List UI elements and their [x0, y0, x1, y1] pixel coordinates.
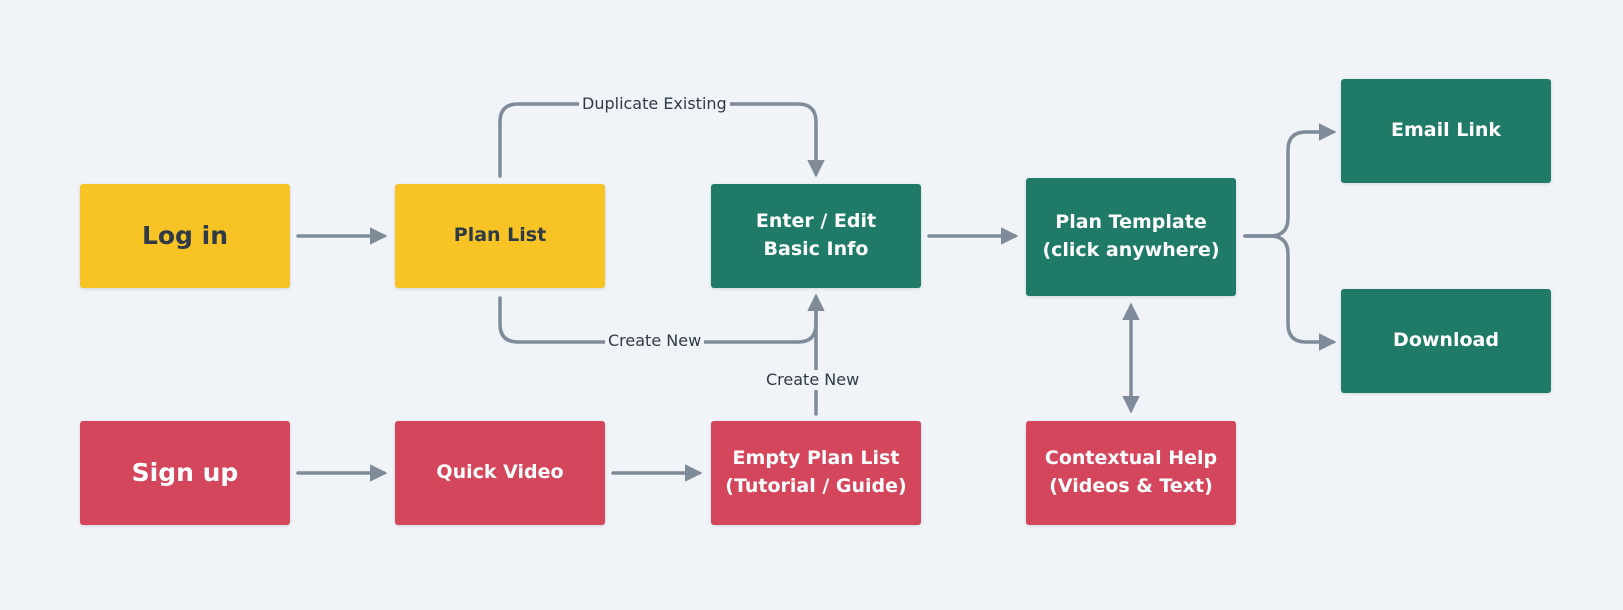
edge-label-create-new-top: Create New: [605, 331, 705, 351]
node-plan-template[interactable]: Plan Template (click anywhere): [1026, 178, 1236, 296]
edge-label-duplicate-existing: Duplicate Existing: [579, 94, 730, 114]
node-download[interactable]: Download: [1341, 289, 1551, 393]
node-empty-plan-list[interactable]: Empty Plan List (Tutorial / Guide): [711, 421, 921, 525]
node-plan-list[interactable]: Plan List: [395, 184, 605, 288]
arrow-template-to-download: [1243, 234, 1337, 351]
node-log-in[interactable]: Log in: [80, 184, 290, 288]
node-sign-up[interactable]: Sign up: [80, 421, 290, 525]
edge-label-create-new-vertical: Create New: [763, 370, 863, 390]
arrow-template-to-email: [1243, 123, 1337, 238]
arrow-duplicate-existing: [498, 102, 825, 178]
node-contextual-help[interactable]: Contextual Help (Videos & Text): [1026, 421, 1236, 525]
node-enter-edit-basic-info[interactable]: Enter / Edit Basic Info: [711, 184, 921, 288]
node-quick-video[interactable]: Quick Video: [395, 421, 605, 525]
node-email-link[interactable]: Email Link: [1341, 79, 1551, 183]
